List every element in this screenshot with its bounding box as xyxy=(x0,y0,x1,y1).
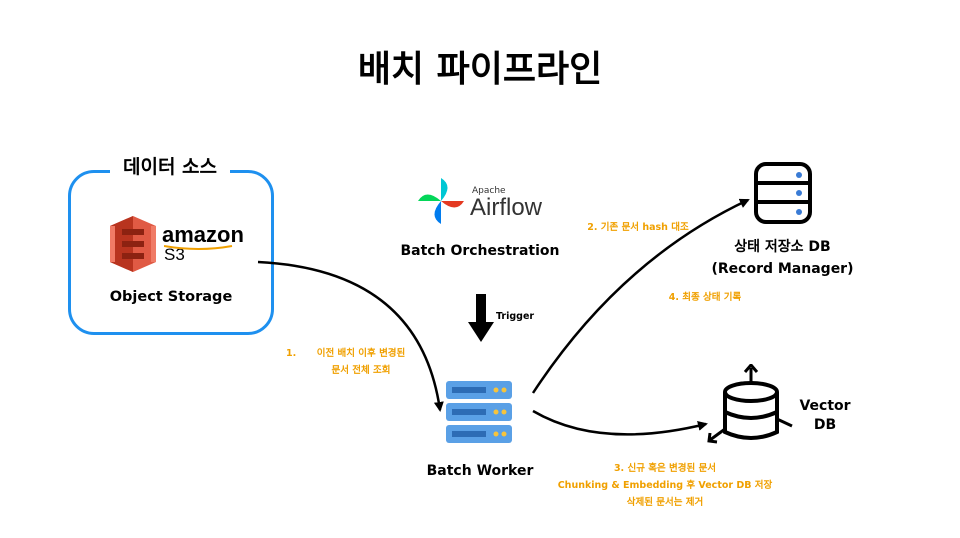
step3-note-line3: 삭제된 문서는 제거 xyxy=(626,497,704,508)
record-db-label: 상태 저장소 DB (Record Manager) xyxy=(700,236,865,280)
s3-bucket-icon xyxy=(110,216,156,272)
step4-note: 4. 최종 상태 기록 xyxy=(668,292,742,303)
step2-note: 2. 기존 문서 hash 대조 xyxy=(587,222,689,233)
page-title: 배치 파이프라인 xyxy=(357,49,603,90)
step3-note: 3. 신규 혹은 변경된 문서 Chunking & Embedding 후 V… xyxy=(545,460,785,511)
batch-worker-label: Batch Worker xyxy=(426,463,534,479)
amazon-smile-icon xyxy=(164,245,233,250)
step3-note-line2: Chunking & Embedding 후 Vector DB 저장 xyxy=(557,480,773,491)
arrow-worker-to-vector-db xyxy=(532,409,708,436)
arrow-s3-to-worker xyxy=(257,260,444,412)
step3-note-line1: 3. 신규 혹은 변경된 문서 xyxy=(613,463,717,474)
step1-note-line2: 문서 전체 조회 xyxy=(331,365,391,376)
s3-logo-product: S3 xyxy=(164,245,185,264)
s3-logo-brand: amazon xyxy=(162,222,244,247)
record-db-label-line2: (Record Manager) xyxy=(711,261,854,277)
object-storage-label: Object Storage xyxy=(109,289,233,305)
data-source-title: 데이터 소스 xyxy=(110,150,230,181)
trigger-label: Trigger xyxy=(496,311,535,322)
airflow-logo-big: Airflow xyxy=(470,194,543,221)
record-db-label-line1: 상태 저장소 DB xyxy=(734,239,831,255)
vector-database-icon xyxy=(707,364,793,444)
vector-db-label-line1: Vector xyxy=(799,398,851,414)
vector-db-label-line2: DB xyxy=(813,417,837,433)
airflow-logo-small: Apache xyxy=(472,186,506,196)
vector-db-label: Vector DB xyxy=(790,397,860,435)
step1-note: 이전 배치 이후 변경된 문서 전체 조회 xyxy=(296,345,426,379)
arrow-worker-to-record-db xyxy=(531,198,750,394)
step1-note-line1: 이전 배치 이후 변경된 xyxy=(316,348,406,359)
batch-orchestration-label: Batch Orchestration xyxy=(400,243,560,259)
airflow-pinwheel-icon xyxy=(418,178,464,224)
trigger-arrow-icon xyxy=(468,294,494,342)
database-icon xyxy=(754,162,812,224)
step1-number: 1. xyxy=(286,348,297,359)
server-rack-icon xyxy=(446,381,512,443)
